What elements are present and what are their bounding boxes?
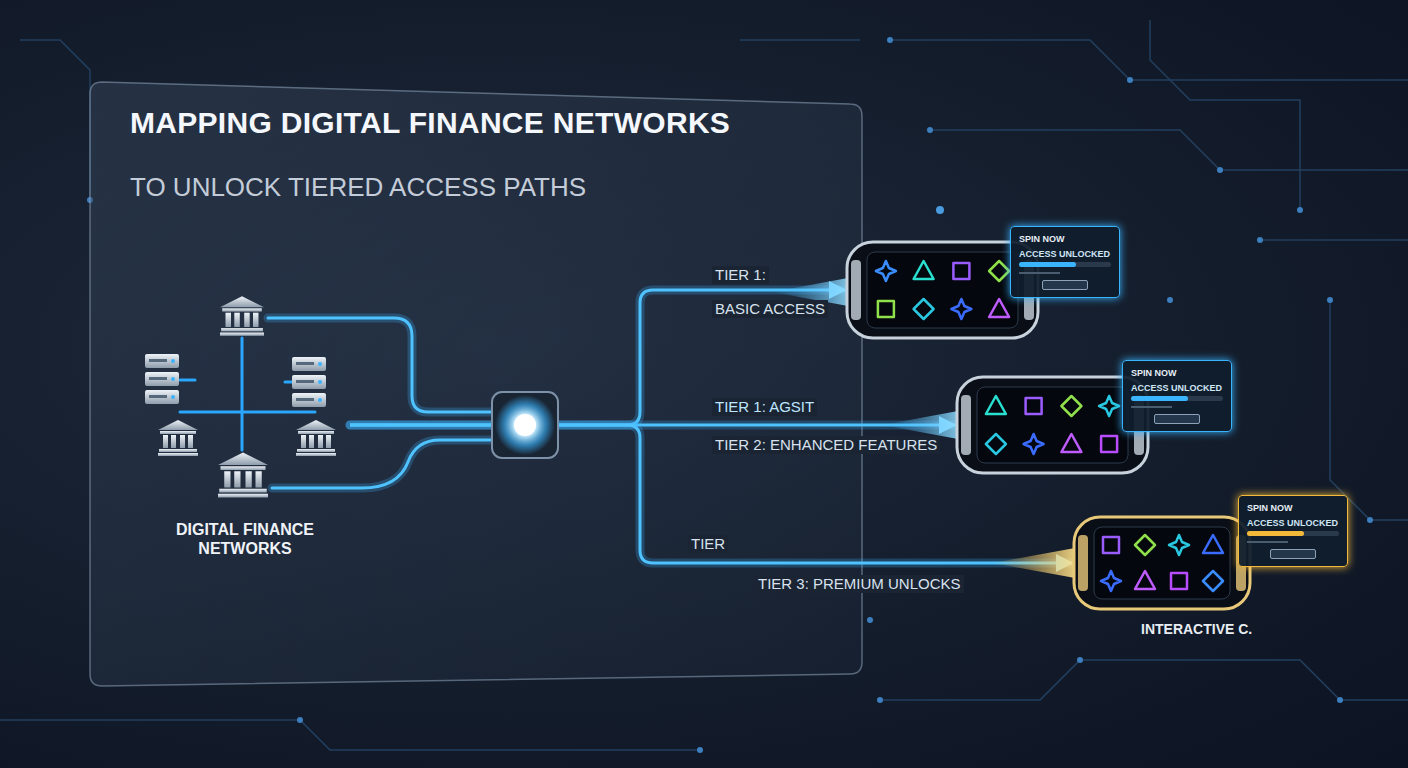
reel-symbol [1171,573,1187,589]
bank-icon [296,420,336,456]
subtitle: TO UNLOCK TIERED ACCESS PATHS [130,172,586,203]
reel-symbol [1203,535,1223,553]
reel-symbol [989,261,1009,281]
popup-rule [1131,406,1172,408]
reel-symbol [876,261,896,281]
slot-machine [1072,515,1252,611]
bank-icon [218,453,268,498]
reel-symbol [914,261,934,279]
status-popup: SPIN NOW ACCESS UNLOCKED [1010,226,1120,298]
feed-lines [268,318,494,488]
reel-symbol [1135,535,1155,555]
hub-glow [495,395,555,455]
tier-label: TIER 1: [712,266,769,284]
network-cluster: DIGITAL FINANCE NETWORKS [140,290,350,560]
hub-core [514,414,536,436]
reel-symbol [986,434,1006,454]
reel-symbol [1203,571,1223,591]
popup-heading: SPIN NOW [1247,502,1339,514]
slot-body [1074,517,1250,609]
popup-button [1154,414,1200,424]
reel-symbol [1024,434,1044,454]
reel-symbol [1061,396,1081,416]
popup-status: ACCESS UNLOCKED [1019,248,1111,260]
reel-symbol [986,396,1006,414]
progress-bar [1247,531,1339,536]
progress-fill [1247,531,1304,536]
circuit-lines [0,20,1408,750]
connector-glow [350,290,845,425]
progress-fill [1131,396,1188,401]
reel-symbol [1061,434,1081,452]
progress-bar [1019,262,1111,267]
reel-window [977,387,1128,463]
tier-label: TIER 2: ENHANCED FEATURES [712,436,940,454]
status-popup: SPIN NOW ACCESS UNLOCKED [1122,360,1232,432]
server-icon [292,357,326,407]
reel-symbol [1135,571,1155,589]
reel-symbol [1169,535,1189,555]
circuit-dots [87,37,1373,753]
popup-heading: SPIN NOW [1019,233,1111,245]
reel-window [867,252,1018,328]
popup-status: ACCESS UNLOCKED [1247,517,1339,529]
slot-machine [955,375,1150,475]
popup-status: ACCESS UNLOCKED [1131,382,1223,394]
slot-node: SPIN NOW ACCESS UNLOCKED INTERACTIVE C. [1072,495,1348,643]
cluster-label: DIGITAL FINANCE NETWORKS [160,520,330,558]
slot-cap [851,260,861,320]
popup-rule [1019,272,1060,274]
reel-symbol [1101,436,1117,452]
reel-symbol [1099,396,1119,416]
slot-cap [1078,535,1088,591]
slot-cap [961,395,971,455]
reel-symbol [914,299,934,319]
popup-button [1270,549,1316,559]
tier-label: TIER 1: AGSIT [712,398,817,416]
status-popup: SPIN NOW ACCESS UNLOCKED [1238,495,1348,567]
light-beam [882,411,958,439]
tier-label: BASIC ACCESS [712,300,828,318]
reel-symbol [953,263,969,279]
caption: INTERACTIVE C. [1141,621,1252,638]
light-beam [992,548,1075,578]
bank-icon [220,296,264,336]
tier-label: TIER [688,535,728,553]
server-icon [145,354,179,404]
bank-icon [158,420,198,456]
reel-symbol [951,299,971,319]
hub-frame [492,392,558,458]
reel-symbol [1101,571,1121,591]
progress-fill [1019,262,1076,267]
progress-bar [1131,396,1223,401]
glass-panel [90,82,862,686]
reel-symbol [989,299,1009,317]
connector [350,290,845,425]
slot-body [957,377,1148,473]
reel-window [1094,527,1230,599]
reel-symbol [1103,537,1119,553]
reel-symbol [878,301,894,317]
slot-node: SPIN NOW ACCESS UNLOCKED [955,360,1232,475]
popup-button [1042,280,1088,290]
diagram-title: MAPPING DIGITAL FINANCE NETWORKS [130,106,730,140]
popup-rule [1247,541,1288,543]
popup-heading: SPIN NOW [1131,367,1223,379]
tier-label: TIER 3: PREMIUM UNLOCKS [755,575,964,593]
reel-symbol [1026,398,1042,414]
slot-node: SPIN NOW ACCESS UNLOCKED [845,226,1120,340]
